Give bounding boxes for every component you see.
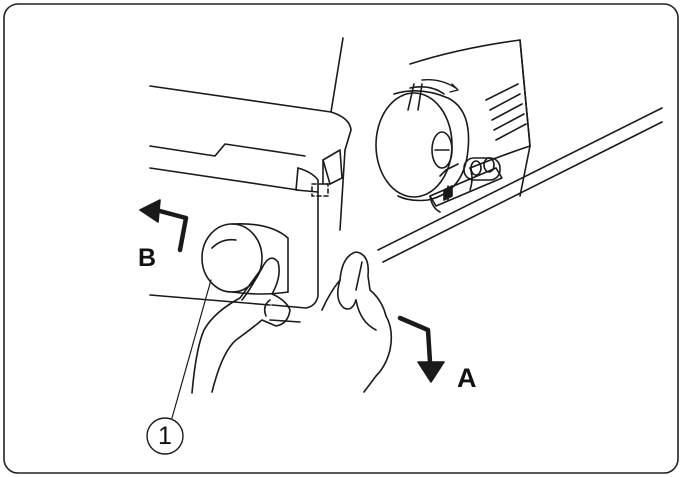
left-hand: [191, 257, 291, 394]
callout-circle: [146, 417, 184, 455]
frame-border: [3, 3, 679, 474]
right-hand: [321, 251, 393, 393]
machine-body: [149, 37, 663, 323]
callout-number: 1: [158, 421, 172, 450]
arrow-b: [139, 199, 189, 253]
switch-panel: [429, 157, 503, 213]
leader-line: [171, 279, 212, 419]
label-b: B: [138, 244, 157, 272]
arrow-a: [397, 315, 445, 383]
side-grille: [409, 39, 531, 197]
lever-panel: [271, 149, 343, 309]
knob: [201, 222, 289, 295]
handwheel: [375, 78, 470, 202]
label-a: A: [457, 363, 477, 393]
